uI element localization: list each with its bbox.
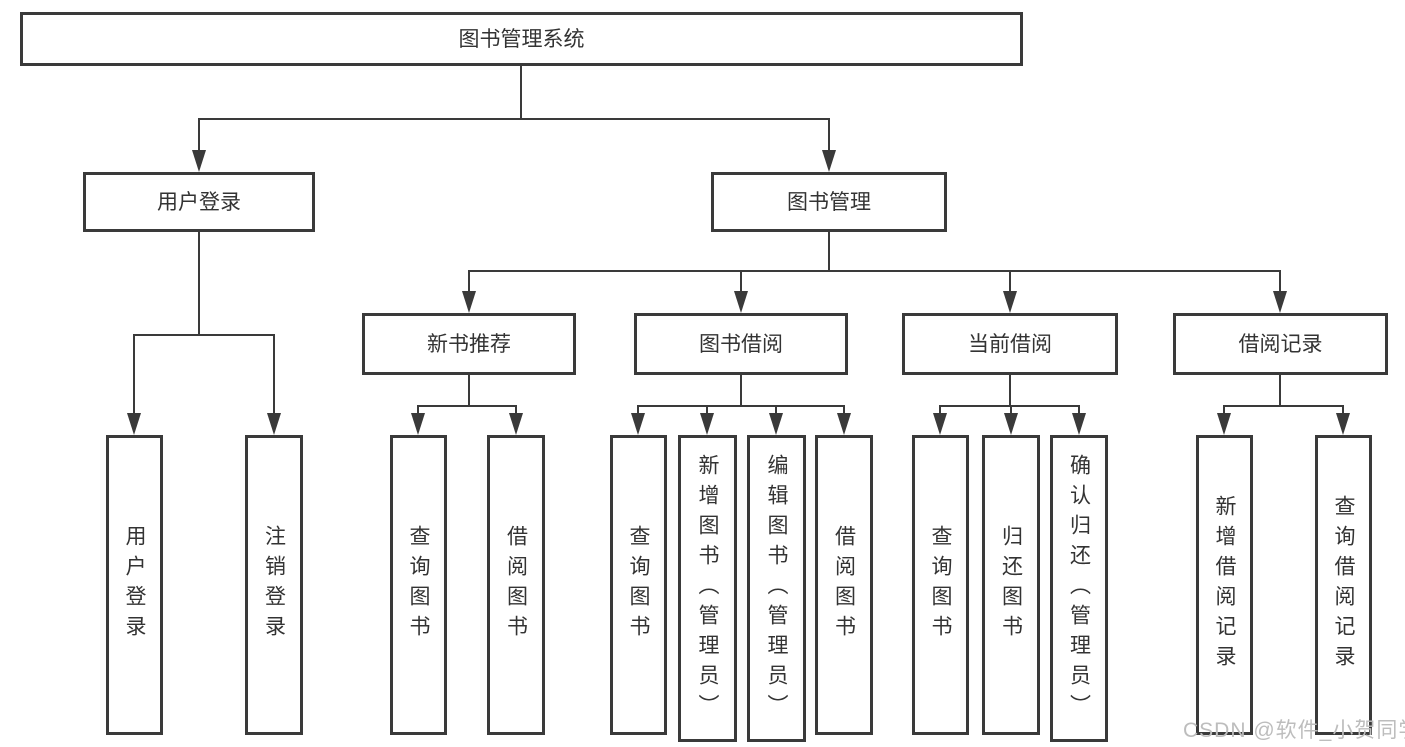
- connector-drop: [515, 405, 517, 415]
- connector-bookmgmt-rail: [468, 270, 1281, 272]
- connector-drop: [1223, 405, 1225, 415]
- leaf-query-books-current: 查询图书: [912, 435, 969, 735]
- down-arrowhead-icon: [734, 291, 748, 313]
- node-new-book-recommendation: 新书推荐: [362, 313, 576, 375]
- connector-drop: [273, 334, 275, 414]
- leaf-query-borrow-record: 查询借阅记录: [1315, 435, 1372, 735]
- down-arrowhead-icon: [411, 413, 425, 435]
- connector-borrowing-stem: [740, 375, 742, 407]
- down-arrowhead-icon: [462, 291, 476, 313]
- down-arrowhead-icon: [822, 150, 836, 172]
- connector-drop: [775, 405, 777, 415]
- down-arrowhead-icon: [1273, 291, 1287, 313]
- connector-root-stem: [520, 66, 522, 120]
- connector-drop: [1009, 270, 1011, 294]
- connector-drop: [706, 405, 708, 415]
- node-book-borrowing: 图书借阅: [634, 313, 848, 375]
- down-arrowhead-icon: [700, 413, 714, 435]
- leaf-return-books: 归还图书: [982, 435, 1040, 735]
- leaf-borrow-books-recommend: 借阅图书: [487, 435, 545, 735]
- connector-userlogin-rail: [133, 334, 275, 336]
- down-arrowhead-icon: [837, 413, 851, 435]
- down-arrowhead-icon: [1072, 413, 1086, 435]
- connector-drop: [637, 405, 639, 415]
- leaf-borrow-books-borrowing: 借阅图书: [815, 435, 873, 735]
- watermark-text: CSDN @软件_小贺同学: [1183, 719, 1405, 742]
- down-arrowhead-icon: [267, 413, 281, 435]
- connector-drop: [939, 405, 941, 415]
- connector-drop: [1342, 405, 1344, 415]
- connector-drop: [198, 118, 200, 154]
- down-arrowhead-icon: [127, 413, 141, 435]
- down-arrowhead-icon: [631, 413, 645, 435]
- down-arrowhead-icon: [933, 413, 947, 435]
- node-library-system: 图书管理系统: [20, 12, 1023, 66]
- leaf-edit-books-admin: 编辑图书（管理员）: [747, 435, 806, 742]
- connector-drop: [828, 118, 830, 154]
- leaf-add-borrow-record: 新增借阅记录: [1196, 435, 1253, 735]
- connector-records-rail: [1223, 405, 1344, 407]
- leaf-logout: 注销登录: [245, 435, 303, 735]
- down-arrowhead-icon: [1336, 413, 1350, 435]
- connector-drop: [133, 334, 135, 414]
- connector-root-rail: [198, 118, 830, 120]
- down-arrowhead-icon: [769, 413, 783, 435]
- connector-userlogin-stem: [198, 232, 200, 336]
- connector-recommend-stem: [468, 375, 470, 407]
- leaf-user-login: 用户登录: [106, 435, 163, 735]
- connector-current-stem: [1009, 375, 1011, 407]
- connector-records-stem: [1279, 375, 1281, 407]
- connector-drop: [740, 270, 742, 294]
- down-arrowhead-icon: [1217, 413, 1231, 435]
- down-arrowhead-icon: [1003, 291, 1017, 313]
- connector-drop: [417, 405, 419, 415]
- connector-drop: [843, 405, 845, 415]
- down-arrowhead-icon: [192, 150, 206, 172]
- down-arrowhead-icon: [1004, 413, 1018, 435]
- node-user-login: 用户登录: [83, 172, 315, 232]
- connector-current-rail: [939, 405, 1080, 407]
- node-book-management: 图书管理: [711, 172, 947, 232]
- connector-drop: [468, 270, 470, 294]
- connector-drop: [1078, 405, 1080, 415]
- connector-drop: [1010, 405, 1012, 415]
- down-arrowhead-icon: [509, 413, 523, 435]
- connector-bookmgmt-stem: [828, 232, 830, 272]
- leaf-query-books-recommend: 查询图书: [390, 435, 447, 735]
- connector-recommend-rail: [417, 405, 517, 407]
- node-borrowing-records: 借阅记录: [1173, 313, 1388, 375]
- leaf-query-books-borrowing: 查询图书: [610, 435, 667, 735]
- node-current-borrowing: 当前借阅: [902, 313, 1118, 375]
- connector-borrowing-rail: [637, 405, 845, 407]
- connector-drop: [1279, 270, 1281, 294]
- leaf-add-books-admin: 新增图书（管理员）: [678, 435, 737, 742]
- leaf-confirm-return-admin: 确认归还（管理员）: [1050, 435, 1108, 742]
